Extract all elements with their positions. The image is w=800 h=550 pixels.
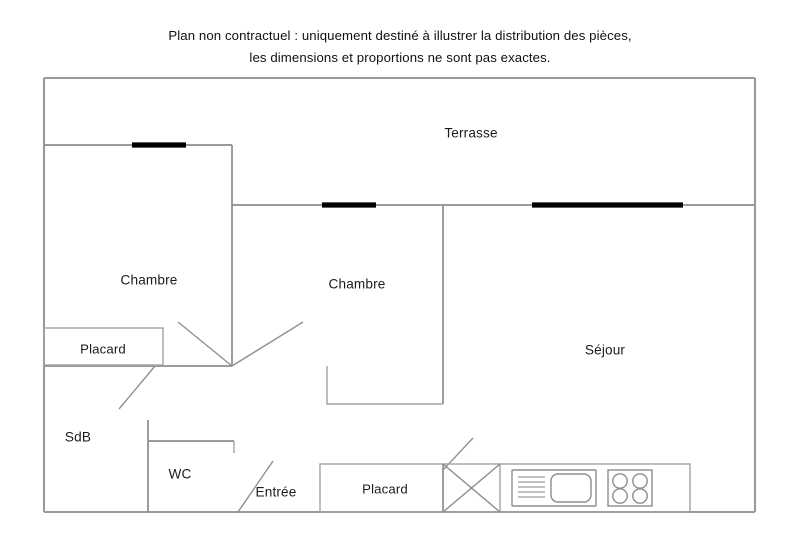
kitchen-cooktop-icon (607, 469, 653, 507)
room-label-sdb: SdB (64, 429, 92, 445)
burner-top-right (632, 473, 648, 489)
burner-bottom-right (632, 488, 648, 504)
room-label-terrasse: Terrasse (444, 125, 498, 141)
kitchen-cabinet-crossed (442, 463, 501, 513)
room-label-chambre-1: Chambre (120, 272, 178, 288)
room-label-placard-1: Placard (80, 341, 126, 357)
placard-left-box (43, 327, 164, 366)
room-label-sejour: Séjour (584, 342, 626, 358)
room-label-placard-2: Placard (362, 481, 408, 497)
room-label-chambre-2: Chambre (328, 276, 386, 292)
burner-top-left (612, 473, 628, 489)
door-swing-wc (237, 460, 274, 513)
room-label-wc: WC (168, 466, 192, 482)
door-swings (118, 321, 474, 513)
disclaimer-line-1: Plan non contractuel : uniquement destin… (168, 28, 632, 43)
sink-outline (511, 469, 597, 507)
door-swing-chambre-1 (177, 321, 233, 367)
kitchen-counter (319, 463, 691, 513)
room-label-entree: Entrée (255, 484, 297, 500)
cooktop-outline (607, 469, 653, 507)
wall-chambre2-alcove (326, 366, 443, 405)
door-swing-entree (442, 437, 474, 471)
door-swing-chambre-2 (231, 321, 304, 367)
burner-bottom-left (612, 488, 628, 504)
kitchen-counter-outline (319, 463, 691, 513)
windows (132, 142, 683, 208)
sink-basin (550, 473, 592, 503)
cabinet-cross-b (442, 463, 501, 513)
door-swing-sdb (118, 365, 156, 410)
disclaimer-line-2: les dimensions et proportions ne sont pa… (249, 50, 551, 65)
wc-walls (147, 420, 235, 512)
kitchen-sink-icon (511, 469, 597, 507)
placard-left-outline (43, 327, 164, 366)
